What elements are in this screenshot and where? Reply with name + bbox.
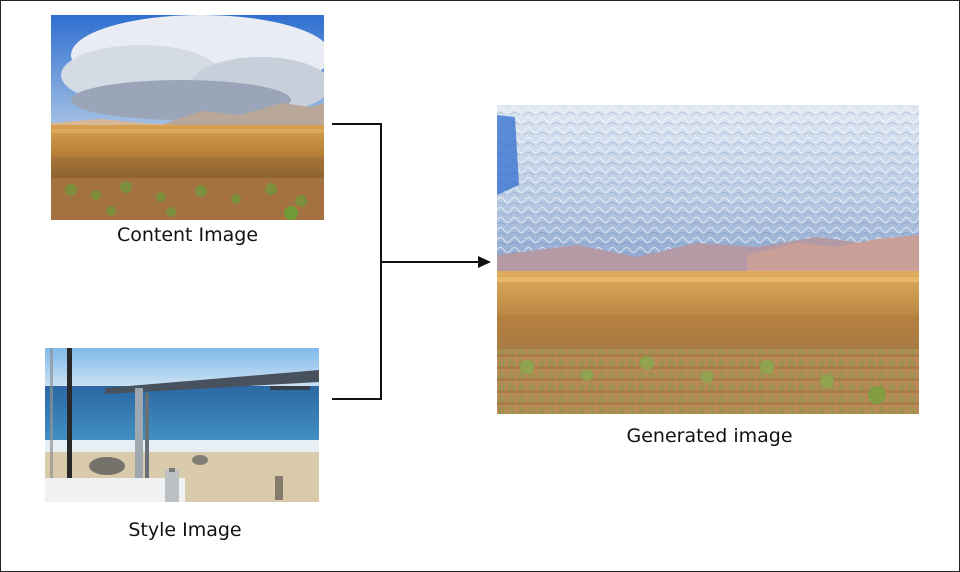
style-image <box>45 348 319 502</box>
generated-image-caption: Generated image <box>626 425 793 447</box>
generated-image <box>497 105 919 414</box>
style-image-caption: Style Image <box>128 519 242 541</box>
content-image-caption: Content Image <box>116 224 259 246</box>
content-image <box>51 15 324 220</box>
output-arrow-head <box>478 256 491 268</box>
